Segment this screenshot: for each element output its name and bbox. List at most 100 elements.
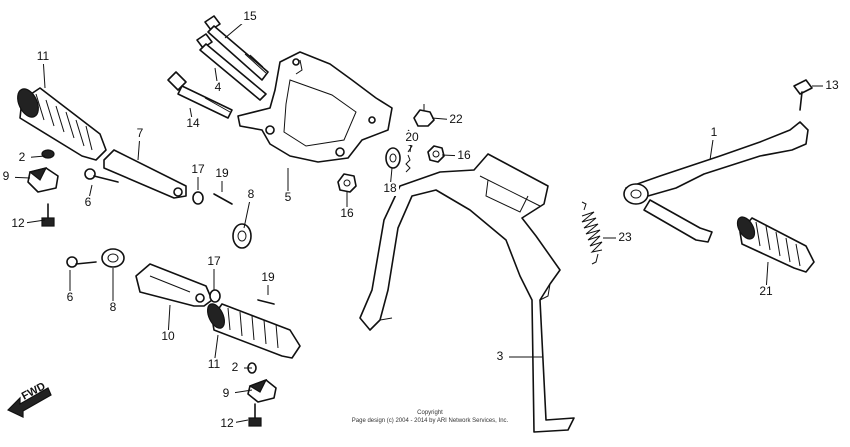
- callout-label[interactable]: 10: [161, 329, 175, 343]
- callout-label-bg: [241, 10, 259, 24]
- callout-label-bg: [338, 207, 356, 221]
- callout-label-bg: [184, 117, 202, 131]
- callout-label-bg: [205, 358, 223, 372]
- callout-label[interactable]: 8: [248, 187, 255, 201]
- callout-label-bg: [0, 170, 15, 184]
- pin-6-upper[interactable]: [84, 168, 119, 183]
- callout-label-bg: [131, 127, 149, 141]
- callout-label-bg: [259, 271, 277, 285]
- bolt-12-lower[interactable]: [248, 403, 262, 427]
- cotter-19-upper[interactable]: [213, 193, 233, 205]
- callout-label[interactable]: 17: [191, 162, 205, 176]
- callout-label[interactable]: 16: [457, 148, 471, 162]
- callout-label-bg: [213, 167, 231, 181]
- kick-lever-1[interactable]: [623, 121, 809, 243]
- copyright-line: Page design (c) 2004 - 2014 by ARI Netwo…: [351, 418, 509, 424]
- callout-label-bg: [159, 330, 177, 344]
- callout-label-bg: [616, 231, 634, 245]
- callout-label-bg: [455, 149, 473, 163]
- callout-label[interactable]: 6: [85, 195, 92, 209]
- callout-label[interactable]: 7: [137, 126, 144, 140]
- washer-18[interactable]: [385, 147, 401, 169]
- callout-label[interactable]: 9: [3, 169, 10, 183]
- footpeg-arm-10[interactable]: [135, 263, 213, 307]
- callout-label[interactable]: 4: [215, 80, 222, 94]
- holder-9-upper[interactable]: [27, 167, 59, 193]
- callout-label[interactable]: 11: [208, 357, 221, 371]
- nut-16-right[interactable]: [427, 145, 445, 163]
- kick-rubber-21[interactable]: [734, 214, 815, 273]
- copyright-title: Copyright: [417, 410, 443, 416]
- callout-label-bg: [242, 188, 260, 202]
- callout-label[interactable]: 19: [215, 166, 229, 180]
- callout-label-bg: [447, 113, 465, 127]
- footpeg-rubber-11-upper[interactable]: [14, 86, 107, 161]
- callout-label-bg: [104, 301, 122, 315]
- callout-label-bg: [205, 255, 223, 269]
- center-stand-3[interactable]: [359, 153, 575, 433]
- callout-label-bg: [226, 361, 244, 375]
- callout-label-bg: [403, 131, 421, 145]
- callout-label[interactable]: 9: [223, 386, 230, 400]
- nut-16-left[interactable]: [337, 173, 357, 193]
- callout-label[interactable]: 19: [261, 270, 275, 284]
- callout-label-bg: [34, 50, 52, 64]
- nut-22[interactable]: [413, 104, 435, 127]
- cotter-19-lower[interactable]: [257, 299, 275, 305]
- bolt-14[interactable]: [167, 71, 233, 119]
- callout-label[interactable]: 17: [207, 254, 221, 268]
- bolt-12-upper[interactable]: [41, 203, 55, 227]
- callout-label[interactable]: 6: [67, 290, 74, 304]
- callout-label[interactable]: 14: [186, 116, 200, 130]
- callout-label[interactable]: 5: [285, 190, 292, 204]
- washer-17-lower[interactable]: [209, 289, 221, 303]
- callout-label-bg: [9, 217, 27, 231]
- callout-label[interactable]: 3: [497, 349, 504, 363]
- fwd-arrow-icon: [6, 387, 52, 418]
- callout-label-bg: [189, 163, 207, 177]
- callout-label[interactable]: 16: [340, 206, 354, 220]
- washer-8-lower[interactable]: [101, 248, 125, 268]
- callout-label-bg: [823, 79, 841, 93]
- cap-2-upper[interactable]: [41, 149, 55, 159]
- spring-23[interactable]: [581, 201, 603, 265]
- callout-label[interactable]: 2: [19, 150, 26, 164]
- callout-label-bg: [279, 191, 297, 205]
- washer-8-upper[interactable]: [232, 223, 252, 249]
- callout-label-bg: [757, 285, 775, 299]
- callout-label-bg: [13, 151, 31, 165]
- callout-label[interactable]: 12: [11, 216, 25, 230]
- callout-label-bg: [209, 81, 227, 95]
- footpeg-arm-7[interactable]: [103, 149, 187, 199]
- callout-label-bg: [218, 417, 236, 431]
- callout-label[interactable]: 22: [449, 112, 463, 126]
- callout-label[interactable]: 13: [825, 78, 839, 92]
- callout-label-bg: [61, 291, 79, 305]
- callout-label[interactable]: 1: [711, 125, 718, 139]
- bolt-4[interactable]: [196, 33, 267, 101]
- washer-17-upper[interactable]: [192, 191, 204, 205]
- callout-label[interactable]: 8: [110, 300, 117, 314]
- callout-label-bg: [79, 196, 97, 210]
- footpeg-rubber-11-lower[interactable]: [204, 301, 301, 359]
- callout-label-bg: [217, 387, 235, 401]
- pin-6-lower[interactable]: [66, 256, 97, 268]
- callout-label-bg: [381, 182, 399, 196]
- callout-label[interactable]: 18: [383, 181, 397, 195]
- bolt-15[interactable]: [204, 15, 269, 81]
- callout-label[interactable]: 23: [618, 230, 632, 244]
- callout-label-bg: [705, 126, 723, 140]
- callout-label-bg: [491, 350, 509, 364]
- callout-label[interactable]: 15: [243, 9, 257, 23]
- callout-label[interactable]: 2: [232, 360, 239, 374]
- bolt-13[interactable]: [793, 79, 813, 111]
- callout-label[interactable]: 12: [220, 416, 234, 430]
- callout-label[interactable]: 21: [759, 284, 773, 298]
- copyright-notice: Copyright Page design (c) 2004 - 2014 by…: [330, 409, 530, 425]
- callout-label[interactable]: 20: [405, 130, 419, 144]
- holder-9-lower[interactable]: [247, 378, 277, 403]
- callout-label[interactable]: 11: [37, 49, 50, 63]
- step-bracket-5[interactable]: [237, 51, 393, 163]
